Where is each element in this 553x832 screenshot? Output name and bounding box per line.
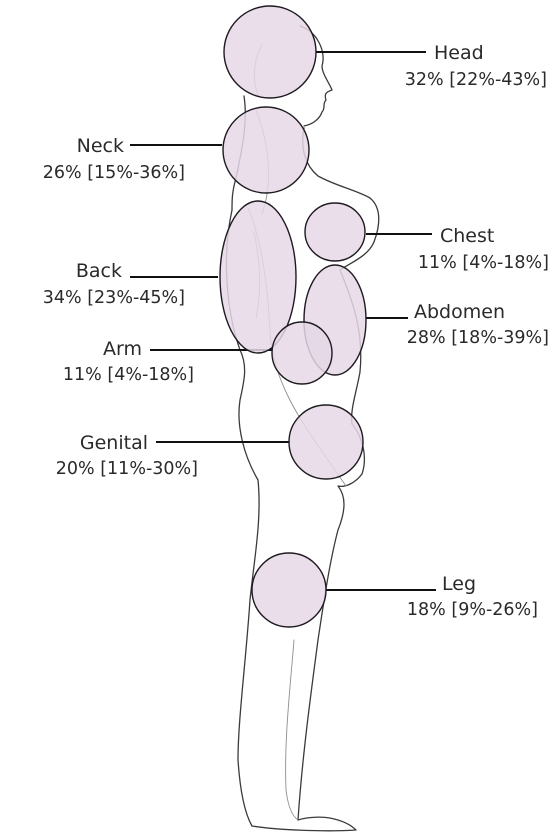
region-percent-genital: 20% [11%-30%] [56,459,198,479]
head-region [224,6,316,98]
neck-region [223,107,309,193]
region-percent-leg: 18% [9%-26%] [407,600,538,620]
label-leg: Leg 18% [9%-26%] [407,573,538,620]
leg-region [252,553,326,627]
genital-region [289,405,363,479]
label-back: Back 34% [23%-45%] [43,260,185,308]
label-genital: Genital 20% [11%-30%] [56,432,198,479]
region-percent-arm: 11% [4%-18%] [63,365,194,385]
chest-region [305,203,365,261]
leg-inner-line [286,640,298,820]
region-percent-back: 34% [23%-45%] [43,288,185,308]
label-arm: Arm 11% [4%-18%] [63,338,194,385]
region-percent-head: 32% [22%-43%] [405,70,547,90]
region-name-leg: Leg [442,573,476,595]
foot-line [252,817,356,831]
label-head: Head 32% [22%-43%] [405,42,547,90]
label-neck: Neck 26% [15%-36%] [43,135,185,183]
region-name-head: Head [434,42,484,64]
region-percent-abdomen: 28% [18%-39%] [407,328,549,348]
region-name-genital: Genital [80,432,148,454]
region-name-back: Back [76,260,122,282]
label-abdomen: Abdomen 28% [18%-39%] [407,301,549,348]
region-percent-chest: 11% [4%-18%] [418,253,549,273]
region-name-abdomen: Abdomen [414,301,505,323]
label-chest: Chest 11% [4%-18%] [418,225,549,273]
region-name-arm: Arm [103,338,142,360]
arm-region [272,322,332,384]
region-name-chest: Chest [440,225,494,247]
region-percent-neck: 26% [15%-36%] [43,163,185,183]
region-name-neck: Neck [77,135,124,157]
region-shapes [220,6,366,627]
